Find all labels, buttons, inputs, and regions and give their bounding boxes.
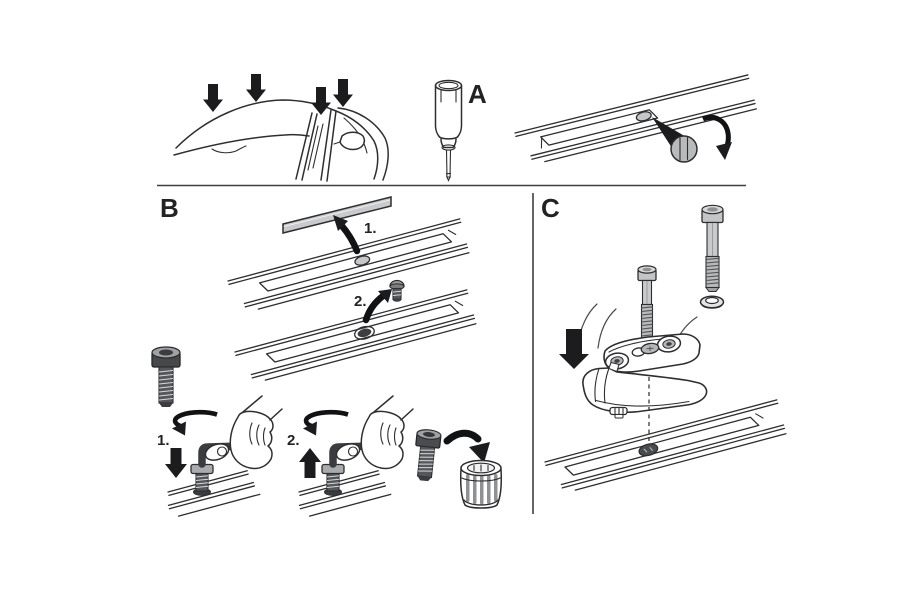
step-1-label: 1.	[157, 432, 170, 449]
rail-hole	[638, 443, 659, 457]
down-arrow-icon	[311, 87, 331, 115]
rail-cap	[354, 255, 371, 266]
rotate-arrow-icon	[702, 114, 732, 160]
section-c-label: C	[541, 193, 560, 223]
expander-sleeve-part	[460, 459, 502, 509]
strip-removal-step: 1.	[227, 196, 470, 316]
screw-removal-step: 2.	[234, 279, 477, 387]
mid-bolt-part	[637, 265, 657, 346]
lift-up-arrow-icon	[299, 448, 321, 478]
foot-mounting-figure	[544, 204, 787, 497]
down-arrow-icon	[203, 84, 223, 112]
loosen-step: 2.	[287, 396, 413, 518]
press-down-arrow-icon	[165, 448, 187, 478]
press-down-arrow-icon	[559, 329, 589, 369]
roof-rail	[234, 289, 477, 387]
long-bolt-part	[701, 204, 724, 292]
car-roof-figure	[173, 74, 389, 182]
rail-hole	[357, 328, 372, 338]
foot-pad-body	[582, 361, 708, 419]
section-b-label: B	[160, 193, 179, 223]
step-1-label: 1.	[364, 220, 377, 237]
removed-screw	[389, 279, 405, 302]
down-arrow-icon	[246, 74, 266, 102]
step-2-label: 2.	[287, 432, 300, 449]
hand-with-allen-key	[165, 396, 282, 518]
roof-rail	[227, 218, 470, 316]
side-mirror	[333, 131, 366, 151]
slotted-screw-head	[670, 135, 698, 163]
cap-unscrew-figure	[514, 74, 757, 168]
rail-cap	[635, 111, 652, 122]
washer-part	[699, 295, 725, 309]
roof-rail	[514, 74, 757, 168]
bolt-into-sleeve-figure	[415, 429, 502, 509]
allen-bolt-part	[151, 346, 181, 407]
remove-arrow-icon	[338, 222, 361, 255]
tool-a-label: A	[468, 79, 487, 109]
tighten-step: 1.	[157, 396, 282, 518]
step-2-label: 2.	[354, 293, 367, 310]
roof-rail	[544, 399, 787, 497]
insert-arrow-icon	[443, 429, 482, 445]
screwdriver-tool-figure	[434, 79, 463, 182]
allen-bolt-part	[415, 429, 442, 482]
down-arrow-icon	[333, 79, 353, 107]
remove-arrow-icon	[362, 292, 387, 324]
